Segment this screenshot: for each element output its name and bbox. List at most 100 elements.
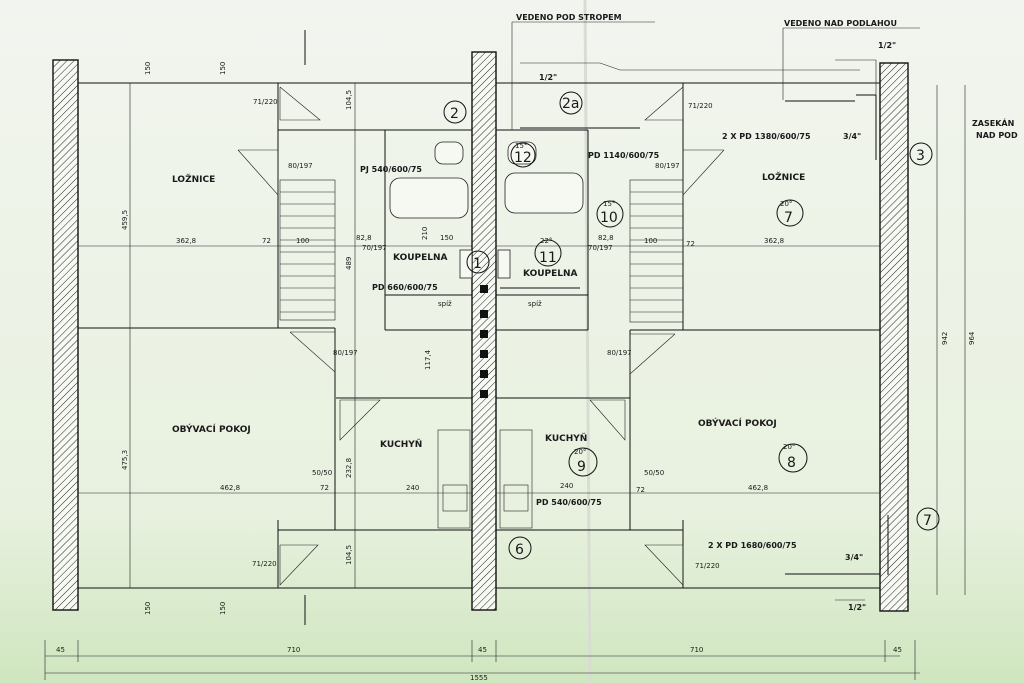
- stairs-left: [279, 179, 336, 321]
- chimney-openings: [480, 285, 488, 398]
- dim-232-8: 232,8: [345, 458, 353, 478]
- room-kuchyn-right: KUCHYŇ: [545, 432, 587, 444]
- dim-240-left: 240: [406, 484, 419, 492]
- marker-2a: 2a: [562, 96, 580, 112]
- window-150-b: 150: [219, 62, 227, 75]
- marker-3: 3: [916, 148, 925, 164]
- dim-210: 210: [421, 227, 429, 240]
- marker-2: 2: [450, 106, 459, 122]
- radiators: [500, 94, 889, 575]
- room-obyvaci-left: OBÝVACÍ POKOJ: [172, 423, 251, 435]
- dim-362-8-left: 362,8: [176, 237, 196, 245]
- stairs-right: [629, 179, 684, 323]
- dim-710-right: 710: [690, 646, 703, 654]
- door-71-220-bottom-left: 71/220: [252, 560, 277, 568]
- room-loznice-left: LOŽNICE: [172, 173, 215, 185]
- bathtub-left: [389, 177, 469, 219]
- room-koupelna-right: KOUPELNA: [523, 269, 578, 279]
- walls: [52, 51, 909, 612]
- marker-11: 11: [539, 250, 557, 266]
- temp-12: 15°: [515, 142, 527, 150]
- door-71-220-bottom-right: 71/220: [695, 562, 720, 570]
- sink-left: [459, 249, 473, 279]
- radiator-pd1680: 2 X PD 1680/600/75: [708, 541, 797, 550]
- dim-942: 942: [941, 332, 949, 345]
- room-koupelna-left: KOUPELNA: [393, 253, 448, 263]
- door-80-197-b: 80/197: [333, 349, 358, 357]
- pipe-half-top-right: 1/2": [878, 41, 896, 50]
- radiator-pd1140: PD 1140/600/75: [588, 151, 660, 160]
- dim-964: 964: [968, 331, 976, 345]
- window-150-c: 150: [144, 602, 152, 615]
- dim-104-5-bottom: 104,5: [345, 545, 353, 565]
- dim-45-left: 45: [56, 646, 65, 654]
- door-swings: [237, 86, 725, 586]
- dim-475-3: 475,3: [121, 450, 129, 470]
- marker-8: 8: [787, 455, 796, 471]
- wc-right: [507, 141, 537, 165]
- dim-462-8-right: 462,8: [748, 484, 768, 492]
- counter-right: [499, 429, 533, 529]
- stove-right: [503, 484, 529, 512]
- right-wall: [879, 62, 909, 612]
- dim-72-b: 72: [686, 240, 695, 248]
- counter-left: [437, 429, 471, 529]
- radiator-pd540: PD 540/600/75: [536, 498, 602, 507]
- marker-6: 6: [515, 542, 524, 558]
- wc-left: [434, 141, 464, 165]
- dim-45-center: 45: [478, 646, 487, 654]
- door-71-220-top-right: 71/220: [688, 102, 713, 110]
- note-zasekano: ZASEKÁN: [972, 117, 1014, 128]
- bathtub-right: [504, 172, 584, 214]
- door-70-197-left: 70/197: [362, 244, 387, 252]
- leader-lines: [304, 21, 920, 625]
- window-50-50-left: 50/50: [312, 469, 332, 477]
- radiator-pd660: PD 660/600/75: [372, 283, 438, 292]
- room-loznice-right: LOŽNICE: [762, 171, 805, 183]
- marker-10: 10: [600, 210, 618, 226]
- pipe-half-top: 1/2": [539, 73, 557, 82]
- radiator-pd1380: 2 X PD 1380/600/75: [722, 132, 811, 141]
- dim-100-right: 100: [644, 237, 657, 245]
- dim-72-d: 72: [636, 486, 645, 494]
- dim-489: 489: [345, 257, 353, 270]
- marker-1: 1: [473, 256, 482, 272]
- door-80-197-a: 80/197: [288, 162, 313, 170]
- room-spiz-right: spíž: [528, 300, 542, 308]
- temp-7: 20°: [780, 200, 792, 208]
- dim-82-8-right: 82,8: [598, 234, 614, 242]
- note-nad-pod: NAD POD: [976, 131, 1018, 140]
- stove-left: [442, 484, 468, 512]
- marker-12: 12: [514, 150, 532, 166]
- note-nad-podlahou: VEDENO NAD PODLAHOU: [784, 19, 897, 28]
- note-pod-stropem: VEDENO POD STROPEM: [516, 13, 622, 22]
- dim-82-8-left: 82,8: [356, 234, 372, 242]
- dim-150-bath: 150: [440, 234, 453, 242]
- dim-104-5-top: 104,5: [345, 90, 353, 110]
- sink-right: [497, 249, 511, 279]
- door-71-220-top-left: 71/220: [253, 98, 278, 106]
- room-markers: [443, 91, 940, 560]
- left-wall: [52, 59, 79, 611]
- dim-362-8-right: 362,8: [764, 237, 784, 245]
- window-150-a: 150: [144, 62, 152, 75]
- radiator-pj540: PJ 540/600/75: [360, 165, 422, 174]
- dim-45-right: 45: [893, 646, 902, 654]
- temp-11: 22°: [540, 237, 552, 245]
- room-kuchyn-left: KUCHYŇ: [380, 438, 422, 450]
- temp-8: 20°: [783, 443, 795, 451]
- pipe-half-bottom: 1/2": [848, 603, 866, 612]
- dim-72-c: 72: [320, 484, 329, 492]
- dim-459-5: 459,5: [121, 210, 129, 230]
- door-80-197-c: 80/197: [607, 349, 632, 357]
- room-spiz-left: spíž: [438, 300, 452, 308]
- window-50-50-right: 50/50: [644, 469, 664, 477]
- paper-fold: [583, 0, 592, 683]
- pipe-three-quarter-bottom: 3/4": [845, 553, 863, 562]
- marker-7-room: 7: [784, 210, 793, 226]
- marker-7-outer: 7: [923, 513, 932, 529]
- door-70-197-right: 70/197: [588, 244, 613, 252]
- dim-72-a: 72: [262, 237, 271, 245]
- dim-710-left: 710: [287, 646, 300, 654]
